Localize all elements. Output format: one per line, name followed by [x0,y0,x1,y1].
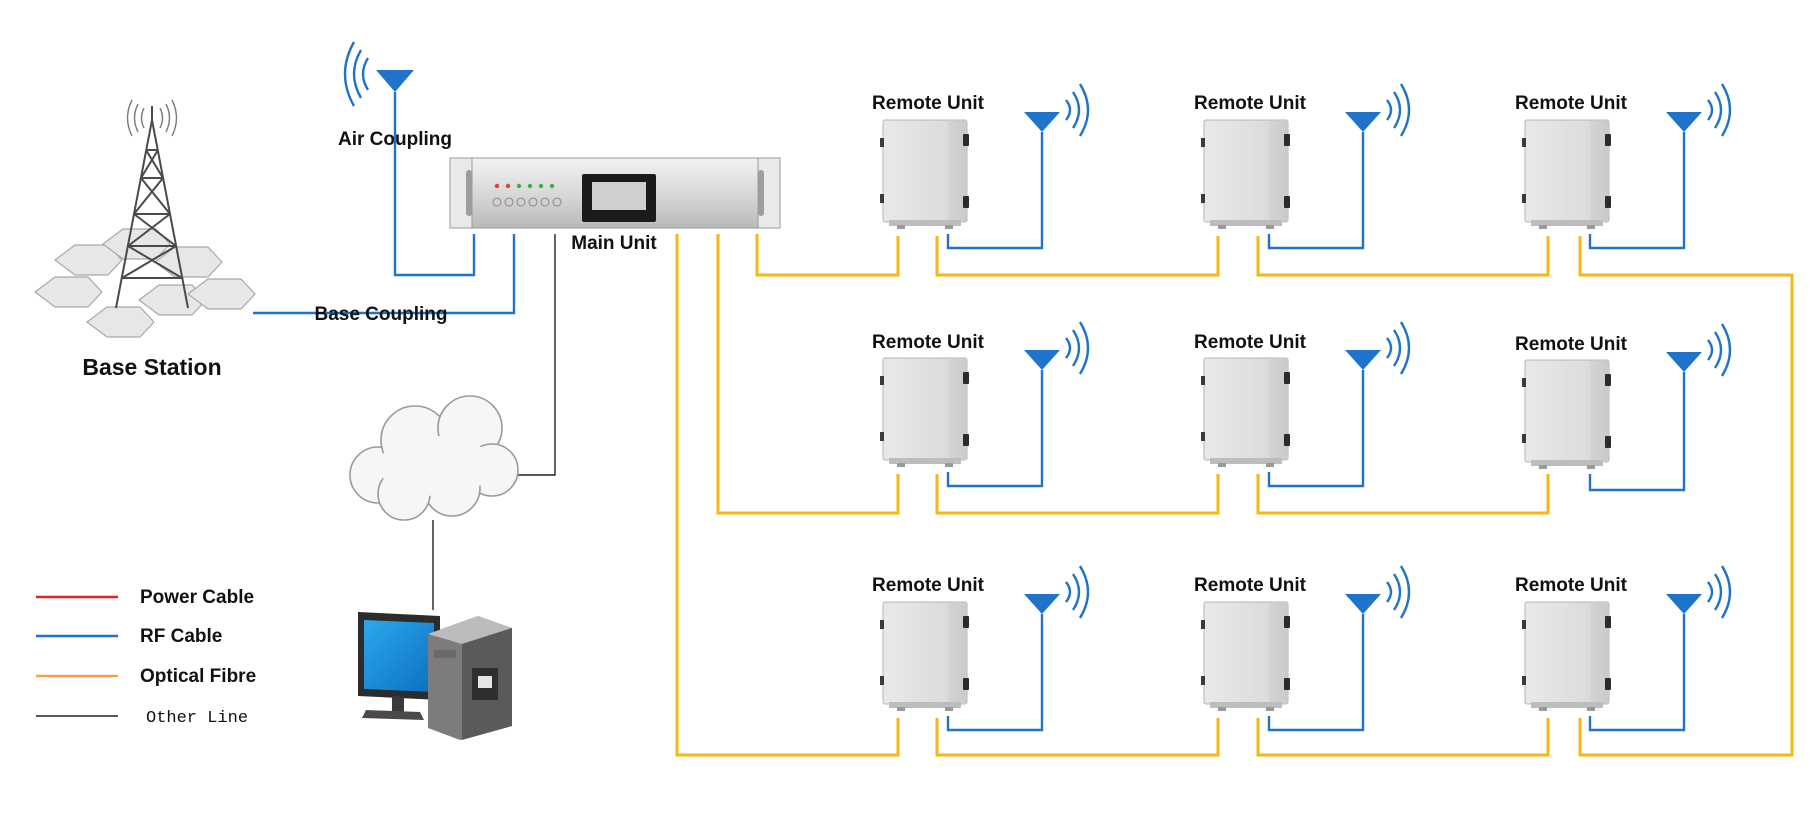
remote-unit: Remote Unit [1194,564,1411,732]
remote-unit: Remote Unit [1515,322,1732,492]
cloud-icon [349,395,519,521]
remote-unit-cabinet-icon [1200,357,1291,468]
remote-unit: Remote Unit [1515,564,1732,732]
remote-unit: Remote Unit [1194,82,1411,250]
legend-rf-cable-label: RF Cable [140,626,222,647]
remote-unit-cabinet-icon [1200,601,1291,712]
main-unit-label: Main Unit [571,233,657,254]
remote-unit: Remote Unit [1515,82,1732,250]
remote-unit-label: Remote Unit [1515,334,1628,355]
remote-unit-label: Remote Unit [872,575,985,596]
remote-unit-cabinet-icon [1200,119,1291,230]
air-coupling-antenna-icon [343,41,414,107]
base-station-label: Base Station [82,354,221,380]
antenna-icon [1343,82,1411,138]
antenna-icon [1343,320,1411,376]
legend: Power Cable RF Cable Optical Fibre Other… [36,587,256,728]
remote-unit-label: Remote Unit [1194,575,1307,596]
remote-unit-label: Remote Unit [872,93,985,114]
base-station-icon [34,99,256,338]
remote-unit-label: Remote Unit [872,332,985,353]
computer-icon [358,612,512,740]
antenna-icon [1022,320,1090,376]
remote-unit: Remote Unit [872,320,1090,488]
remote-unit-label: Remote Unit [1515,93,1628,114]
optical-fibre-lines [675,234,1794,757]
antenna-icon [1664,564,1732,620]
rf-cable-lines [253,92,516,315]
remote-unit-label: Remote Unit [1194,93,1307,114]
legend-power-cable-label: Power Cable [140,587,254,608]
antenna-icon [1022,82,1090,138]
antenna-icon [1022,564,1090,620]
antenna-icon [1664,82,1732,138]
main-unit-rack-icon [449,157,781,229]
remote-unit-cabinet-icon [1521,359,1612,470]
legend-optical-fibre-label: Optical Fibre [140,666,256,687]
remote-unit: Remote Unit [872,564,1090,732]
remote-unit: Remote Unit [872,82,1090,250]
remote-unit-cabinet-icon [879,601,970,712]
antenna-icon [1664,322,1732,378]
remote-unit-label: Remote Unit [1515,575,1628,596]
remote-unit: Remote Unit [1194,320,1411,488]
other-line-main-to-cloud [512,234,556,476]
remote-unit-cabinet-icon [1521,119,1612,230]
remote-unit-cabinet-icon [1521,601,1612,712]
remote-unit-label: Remote Unit [1194,332,1307,353]
remote-unit-cabinet-icon [879,119,970,230]
legend-other-line-label: Other Line [146,709,248,728]
antenna-icon [1343,564,1411,620]
base-coupling-label: Base Coupling [314,304,447,325]
remote-unit-cabinet-icon [879,357,970,468]
